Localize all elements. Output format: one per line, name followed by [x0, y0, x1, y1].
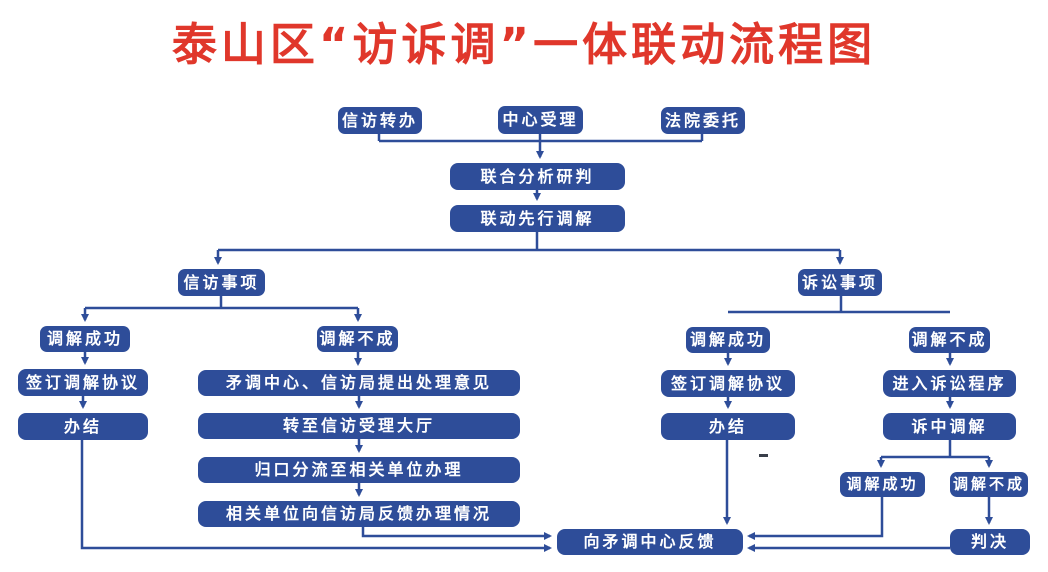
edge-petition-close-to-center	[80, 440, 552, 552]
node-petition-mediation-success: 调解成功	[40, 326, 130, 352]
node-categorize-divert: 归口分流至相关单位办理	[198, 457, 520, 483]
edge-inlit-success-to-center	[747, 497, 884, 540]
edge-unitfeedback-to-center	[361, 527, 552, 540]
node-litigation-mediation-fail: 调解不成	[909, 327, 990, 353]
node-in-litigation-mediation: 诉中调解	[883, 413, 1016, 440]
edge-litigation-split	[728, 296, 950, 314]
node-judgment: 判决	[950, 529, 1030, 555]
edge-inlitigation-split	[881, 440, 989, 459]
node-petition-sign-agreement: 签订调解协议	[18, 369, 148, 396]
node-transfer-hall: 转至信访受理大厅	[198, 413, 520, 439]
node-in-litigation-fail: 调解不成	[950, 472, 1028, 497]
stray-dash-mark	[759, 454, 768, 457]
node-feedback-center: 向矛调中心反馈	[557, 529, 743, 555]
node-joint-analysis: 联合分析研判	[450, 163, 625, 190]
node-litigation-sign-agreement: 签订调解协议	[661, 370, 795, 397]
node-unit-feedback: 相关单位向信访局反馈办理情况	[198, 501, 520, 527]
node-joint-pre-mediation: 联动先行调解	[450, 205, 625, 232]
node-center-acceptance: 中心受理	[498, 106, 583, 134]
node-court-entrustment: 法院委托	[661, 107, 745, 134]
node-petition-matters: 信访事项	[178, 269, 265, 296]
node-opinion-proposal: 矛调中心、信访局提出处理意见	[198, 370, 520, 396]
node-petition-transfer: 信访转办	[338, 107, 422, 134]
edge-petition-split	[85, 296, 358, 310]
node-in-litigation-success: 调解成功	[840, 472, 925, 497]
node-litigation-matters: 诉讼事项	[798, 269, 882, 296]
node-petition-mediation-fail: 调解不成	[317, 326, 398, 352]
node-litigation-mediation-success: 调解成功	[686, 327, 770, 353]
node-petition-close: 办结	[18, 413, 148, 440]
edge-main-split	[218, 232, 840, 252]
node-litigation-close: 办结	[661, 413, 795, 440]
page-title: 泰山区“访诉调”一体联动流程图	[171, 18, 877, 71]
node-enter-litigation: 进入诉讼程序	[883, 370, 1016, 397]
